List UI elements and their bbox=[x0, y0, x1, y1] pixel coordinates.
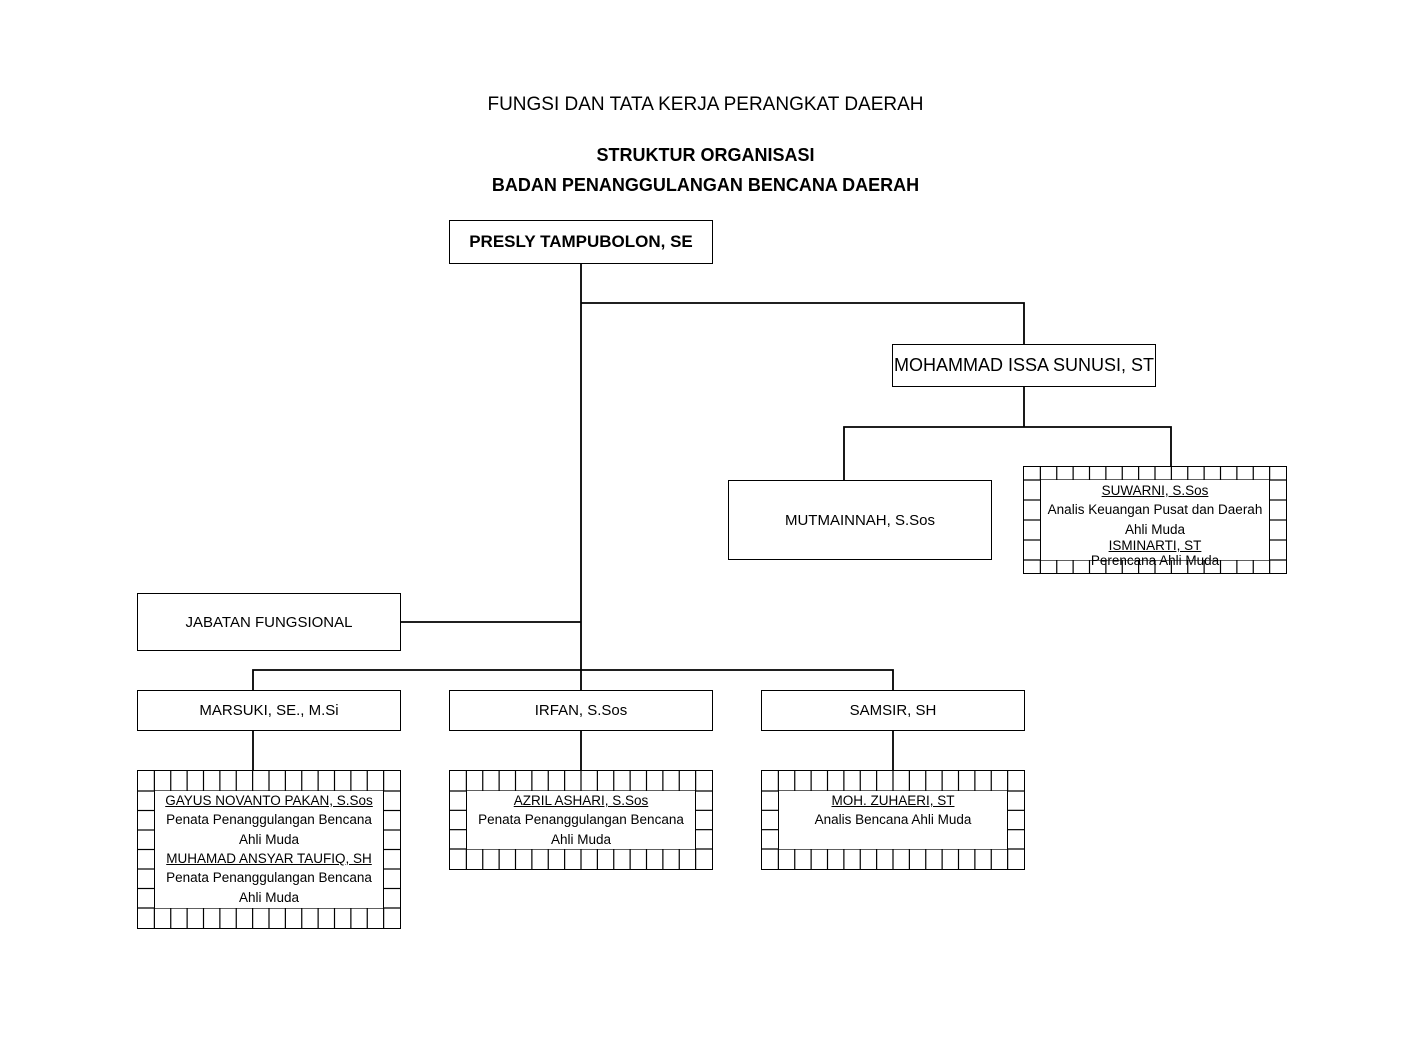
connector-sekretariat-branch bbox=[843, 426, 1172, 481]
staff-list-sekretariat: SUWARNI, S.Sos Analis Keuangan Pusat dan… bbox=[1040, 480, 1270, 568]
staff-role: Penata Penanggulangan Bencana Ahli Muda bbox=[166, 870, 372, 905]
chart-title-line2: BADAN PENANGGULANGAN BENCANA DAERAH bbox=[491, 175, 920, 195]
staff-box-sekretariat: SUWARNI, S.Sos Analis Keuangan Pusat dan… bbox=[1023, 466, 1287, 574]
staff-role: Penata Penanggulangan Bencana Ahli Muda bbox=[478, 812, 684, 847]
connector-sekretaris bbox=[581, 302, 1025, 344]
staff-list-bidang-2: AZRIL ASHARI, S.Sos Penata Penanggulanga… bbox=[466, 791, 696, 849]
document-title: FUNGSI DAN TATA KERJA PERANGKAT DAERAH bbox=[487, 94, 924, 115]
staff-name: AZRIL ASHARI, S.Sos bbox=[513, 793, 649, 808]
connector-bidang-bar bbox=[252, 669, 894, 690]
staff-name: SUWARNI, S.Sos bbox=[1101, 483, 1209, 498]
node-jabatan-fungsional: JABATAN FUNGSIONAL bbox=[137, 593, 401, 651]
staff-list-bidang-1: GAYUS NOVANTO PAKAN, S.Sos Penata Penang… bbox=[154, 791, 384, 908]
node-subbag: MUTMAINNAH, S.Sos bbox=[728, 480, 992, 560]
staff-role: Analis Bencana Ahli Muda bbox=[814, 812, 972, 827]
staff-role: Analis Keuangan Pusat dan Daerah Ahli Mu… bbox=[1047, 502, 1263, 537]
staff-name: MOH. ZUHAERI, ST bbox=[831, 793, 955, 808]
staff-box-bidang-1: GAYUS NOVANTO PAKAN, S.Sos Penata Penang… bbox=[137, 770, 401, 929]
staff-name: ISMINARTI, ST bbox=[1108, 538, 1202, 553]
staff-role: Perencana Ahli Muda bbox=[1090, 553, 1220, 568]
staff-name: MUHAMAD ANSYAR TAUFIQ, SH bbox=[166, 851, 372, 866]
staff-box-bidang-2: AZRIL ASHARI, S.Sos Penata Penanggulanga… bbox=[449, 770, 713, 870]
node-bidang-3: SAMSIR, SH bbox=[761, 690, 1025, 731]
node-bidang-1: MARSUKI, SE., M.Si bbox=[137, 690, 401, 731]
chart-title-line1: STRUKTUR ORGANISASI bbox=[596, 145, 815, 165]
node-sekretaris: MOHAMMAD ISSA SUNUSI, ST bbox=[892, 344, 1156, 387]
node-kepala: PRESLY TAMPUBOLON, SE bbox=[449, 220, 713, 264]
staff-role: Penata Penanggulangan Bencana Ahli Muda bbox=[166, 812, 372, 847]
node-bidang-2: IRFAN, S.Sos bbox=[449, 690, 713, 731]
staff-name: GAYUS NOVANTO PAKAN, S.Sos bbox=[165, 793, 373, 808]
staff-list-bidang-3: MOH. ZUHAERI, ST Analis Bencana Ahli Mud… bbox=[778, 791, 1008, 849]
staff-box-bidang-3: MOH. ZUHAERI, ST Analis Bencana Ahli Mud… bbox=[761, 770, 1025, 870]
